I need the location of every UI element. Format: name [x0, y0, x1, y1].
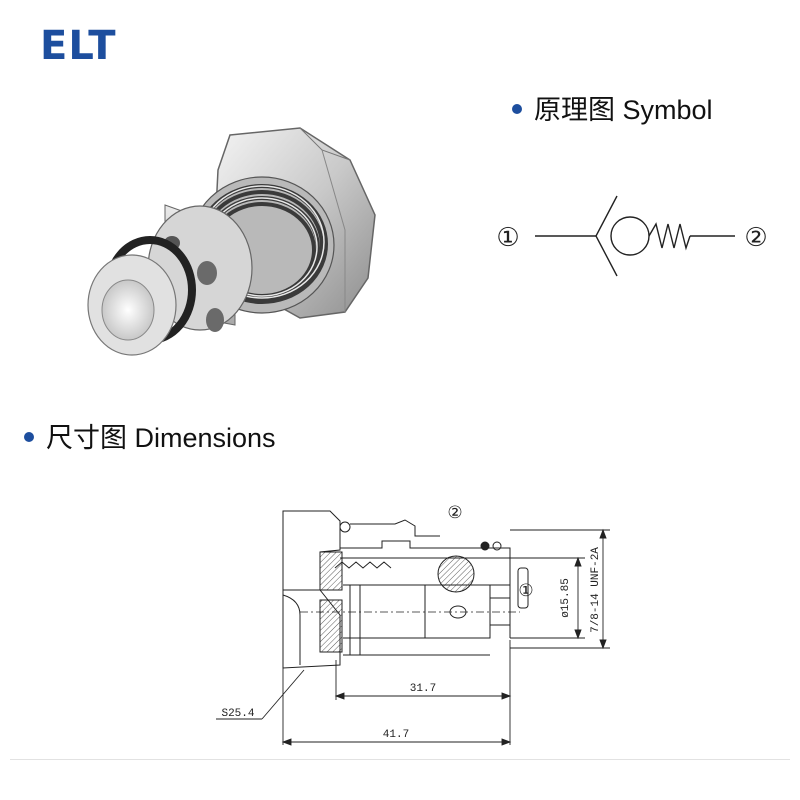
- cross-section-drawing: [282, 510, 529, 669]
- total-length-dimension: 41.7: [383, 729, 409, 741]
- bullet-icon: [24, 431, 34, 442]
- check-valve-symbol: [535, 195, 735, 277]
- dimensions-section-heading: 尺寸图 Dimensions: [24, 422, 276, 454]
- drawing-port-1-label: ①: [518, 581, 533, 601]
- symbol-section-title: 原理图 Symbol: [534, 95, 713, 125]
- check-ball: [610, 216, 650, 256]
- symbol-port-2-label: ②: [744, 223, 767, 253]
- dimension-lines: [216, 528, 610, 746]
- thread-dimension: 7/8-14 UNF-2A: [590, 547, 602, 633]
- cartridge-valve-image: [87, 127, 376, 356]
- inner-length-dimension: 31.7: [410, 683, 436, 695]
- hex-size-dimension: S25.4: [221, 708, 254, 720]
- symbol-port-1-label: ①: [496, 223, 519, 253]
- symbol-section-heading: 原理图 Symbol: [512, 94, 713, 126]
- drawing-port-2-label: ②: [447, 503, 462, 523]
- bullet-icon: [512, 103, 522, 114]
- elt-logo: ELT: [40, 23, 117, 69]
- bottom-divider: [10, 759, 790, 760]
- valve-seat: [595, 195, 618, 277]
- dimensions-section-title: 尺寸图 Dimensions: [46, 423, 276, 453]
- bore-diameter-dimension: ø15.85: [560, 578, 572, 618]
- spring-icon: [648, 222, 691, 251]
